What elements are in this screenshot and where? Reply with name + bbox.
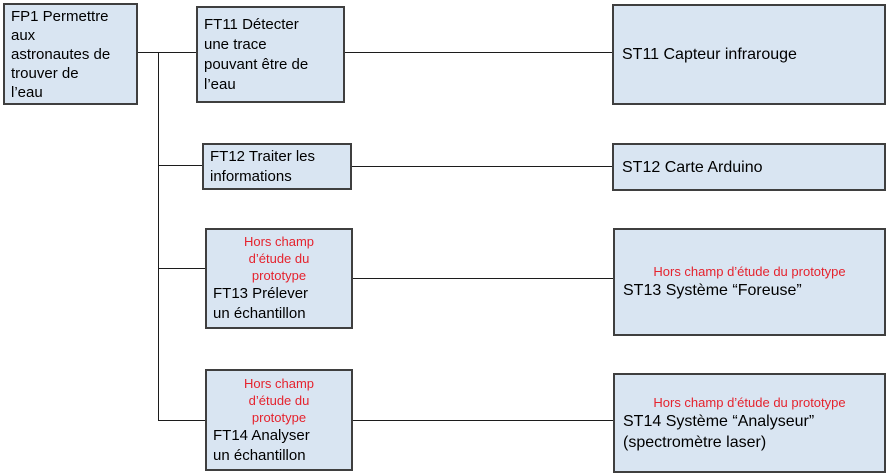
st13-label: ST13 Système “Foreuse” — [623, 282, 802, 299]
connector-trunk-ft12 — [158, 165, 202, 166]
st13-out-of-scope-note: Hors champ d’étude du prototype — [653, 264, 846, 279]
ft14-out-of-scope-note: Hors champ d’étude du prototype — [243, 375, 315, 425]
ft11-box: FT11 Détecter une trace pouvant être de … — [196, 6, 345, 103]
st12-box: ST12 Carte Arduino — [612, 143, 886, 191]
connector-trunk-ft14 — [158, 420, 205, 421]
st11-box: ST11 Capteur infrarouge — [612, 4, 886, 105]
connector-trunk — [158, 52, 159, 421]
st14-box: Hors champ d’étude du prototype ST14 Sys… — [613, 373, 886, 473]
connector-ft14-st14 — [353, 420, 613, 421]
connector-ft13-st13 — [353, 278, 613, 279]
connector-fp1-trunk — [138, 52, 196, 53]
connector-ft11-st11 — [345, 52, 612, 53]
ft14-box: Hors champ d’étude du prototype FT14 Ana… — [205, 369, 353, 471]
ft14-label: FT14 Analyser un échantillon — [213, 426, 310, 464]
st14-out-of-scope-note: Hors champ d’étude du prototype — [653, 394, 846, 410]
ft13-label: FT13 Prélever un échantillon — [213, 285, 309, 322]
connector-trunk-ft13 — [158, 268, 205, 269]
st13-box: Hors champ d’étude du prototype ST13 Sys… — [613, 228, 886, 336]
st11-label: ST11 Capteur infrarouge — [622, 46, 797, 63]
ft11-label: FT11 Détecter une trace pouvant être de … — [204, 15, 309, 93]
ft13-box: Hors champ d’étude du prototype FT13 Pré… — [205, 228, 353, 329]
fp1-label: FP1 Permettre aux astronautes de trouver… — [11, 7, 111, 101]
connector-ft12-st12 — [352, 166, 612, 167]
ft13-out-of-scope-note: Hors champ d’étude du prototype — [243, 234, 315, 283]
ft12-box: FT12 Traiter les informations — [202, 143, 352, 190]
fp1-box: FP1 Permettre aux astronautes de trouver… — [3, 3, 138, 105]
st14-label: ST14 Système “Analyseur” (spectromètre l… — [623, 412, 815, 451]
st12-label: ST12 Carte Arduino — [622, 158, 763, 176]
ft12-label: FT12 Traiter les informations — [210, 147, 316, 185]
